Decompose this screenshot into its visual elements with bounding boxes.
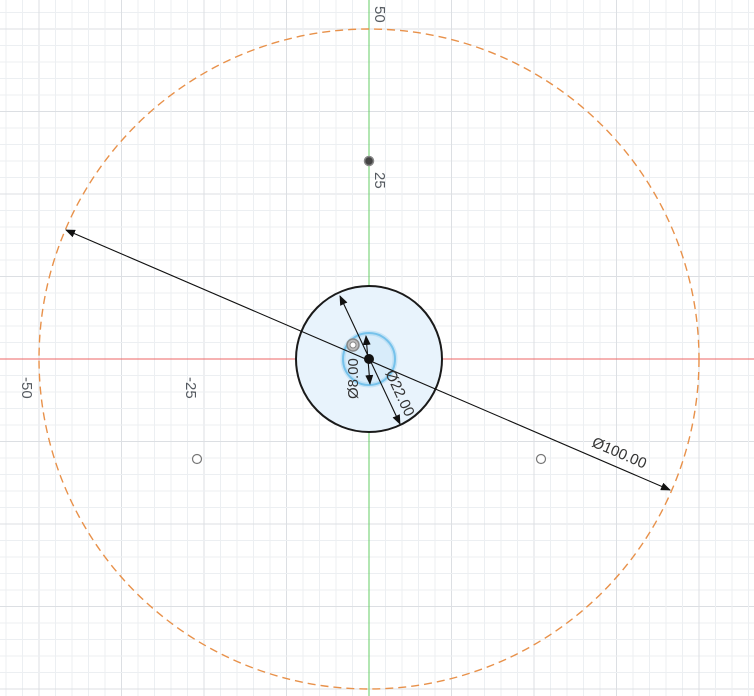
inner-diameter-label[interactable]: Ø8.00 [345, 358, 362, 399]
sketch-point-icon[interactable] [363, 155, 375, 167]
axis-label-x-neg25: -25 [182, 377, 199, 399]
axis-label-y-25: 25 [371, 172, 388, 189]
sketch-point-left[interactable] [191, 453, 203, 465]
center-point-icon[interactable] [364, 354, 374, 364]
construction-circle[interactable] [38, 28, 700, 690]
axis-label-y-50: 50 [371, 6, 388, 23]
sketch-point-right[interactable] [535, 453, 547, 465]
dimension-handle-inner [349, 341, 357, 349]
axis-label-x-neg50: -50 [18, 377, 35, 399]
outer-diameter-label[interactable]: Ø100.00 [589, 434, 649, 472]
